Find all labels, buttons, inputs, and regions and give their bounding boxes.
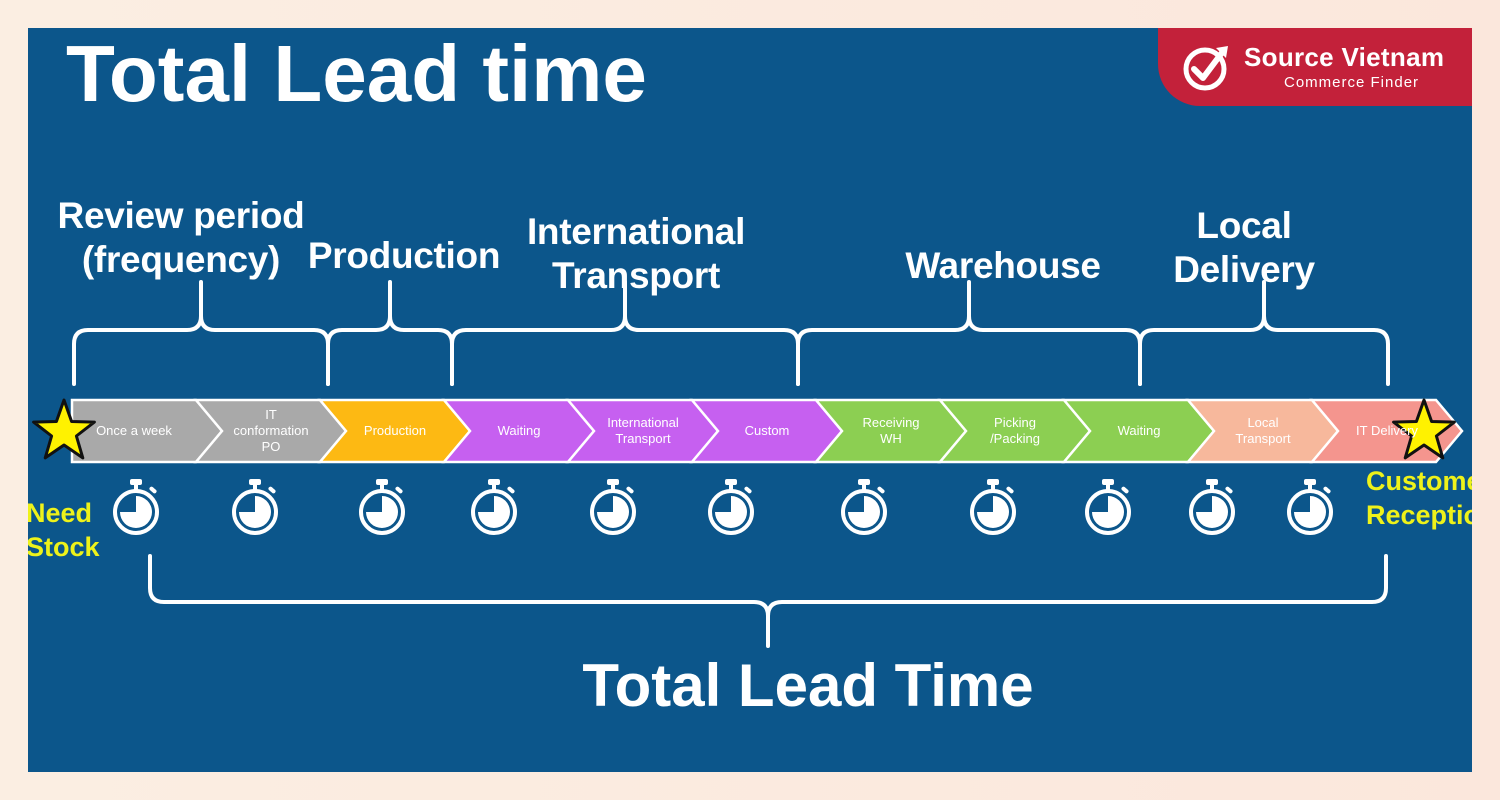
stopwatch-icon: [708, 479, 754, 535]
stopwatch-icon: [841, 479, 887, 535]
total-brace-path: [148, 554, 1388, 648]
step-label: Receiving WH: [862, 415, 920, 446]
step-label: Waiting: [497, 423, 541, 438]
start-label: Need Stock: [28, 498, 100, 562]
logo-tagline: Commerce Finder: [1284, 74, 1420, 91]
step-label: Once a week: [96, 423, 172, 438]
phase-brace: [796, 280, 1142, 386]
step-label: Production: [363, 423, 427, 438]
stopwatch-icon: [232, 479, 278, 535]
phase-brace: [1138, 280, 1390, 386]
stopwatch-icon: [1189, 479, 1235, 535]
star-icon: [32, 398, 96, 460]
diagram-panel: Total Lead time Source Vietnam Commerce …: [28, 28, 1472, 772]
logo-checkmark-icon: [1183, 46, 1228, 91]
step-label: Picking /Packing: [990, 415, 1040, 446]
end-label: Customer Reception: [1366, 466, 1472, 530]
phase-label: Review period (frequency): [57, 195, 305, 280]
logo: Source Vietnam Commerce Finder: [1158, 28, 1472, 106]
phase-braces: [72, 280, 1390, 386]
phase-label: Local Delivery: [1173, 205, 1315, 290]
logo-name: Source Vietnam: [1244, 42, 1445, 72]
phase-label: Production: [307, 235, 501, 276]
step-label: IT Delivery: [1356, 423, 1418, 438]
stopwatch-icon: [1085, 479, 1131, 535]
page-title: Total Lead time: [66, 29, 647, 118]
step-label: Local Transport: [1235, 415, 1291, 446]
phase-label: Warehouse: [905, 245, 1101, 286]
step-label: Waiting: [1117, 423, 1161, 438]
stopwatch-icon: [590, 479, 636, 535]
step-label: IT conformation PO: [233, 407, 309, 454]
endpoint-stars: [32, 398, 1456, 460]
step-label: International Transport: [607, 415, 679, 446]
step-arrows: [70, 398, 1464, 464]
phase-brace: [326, 280, 454, 386]
stopwatch-icon: [970, 479, 1016, 535]
stopwatch-icon: [359, 479, 405, 535]
total-lead-time-label: Total Lead Time: [582, 652, 1034, 719]
total-brace: [148, 554, 1388, 648]
step-label: Custom: [744, 423, 790, 438]
lead-time-diagram: [32, 280, 1464, 648]
stopwatch-icon: [471, 479, 517, 535]
star-icon: [1392, 398, 1456, 460]
phase-brace: [72, 280, 330, 386]
stopwatch-icon: [113, 479, 159, 535]
phase-label: International Transport: [526, 211, 746, 296]
stopwatch-icon: [1287, 479, 1333, 535]
